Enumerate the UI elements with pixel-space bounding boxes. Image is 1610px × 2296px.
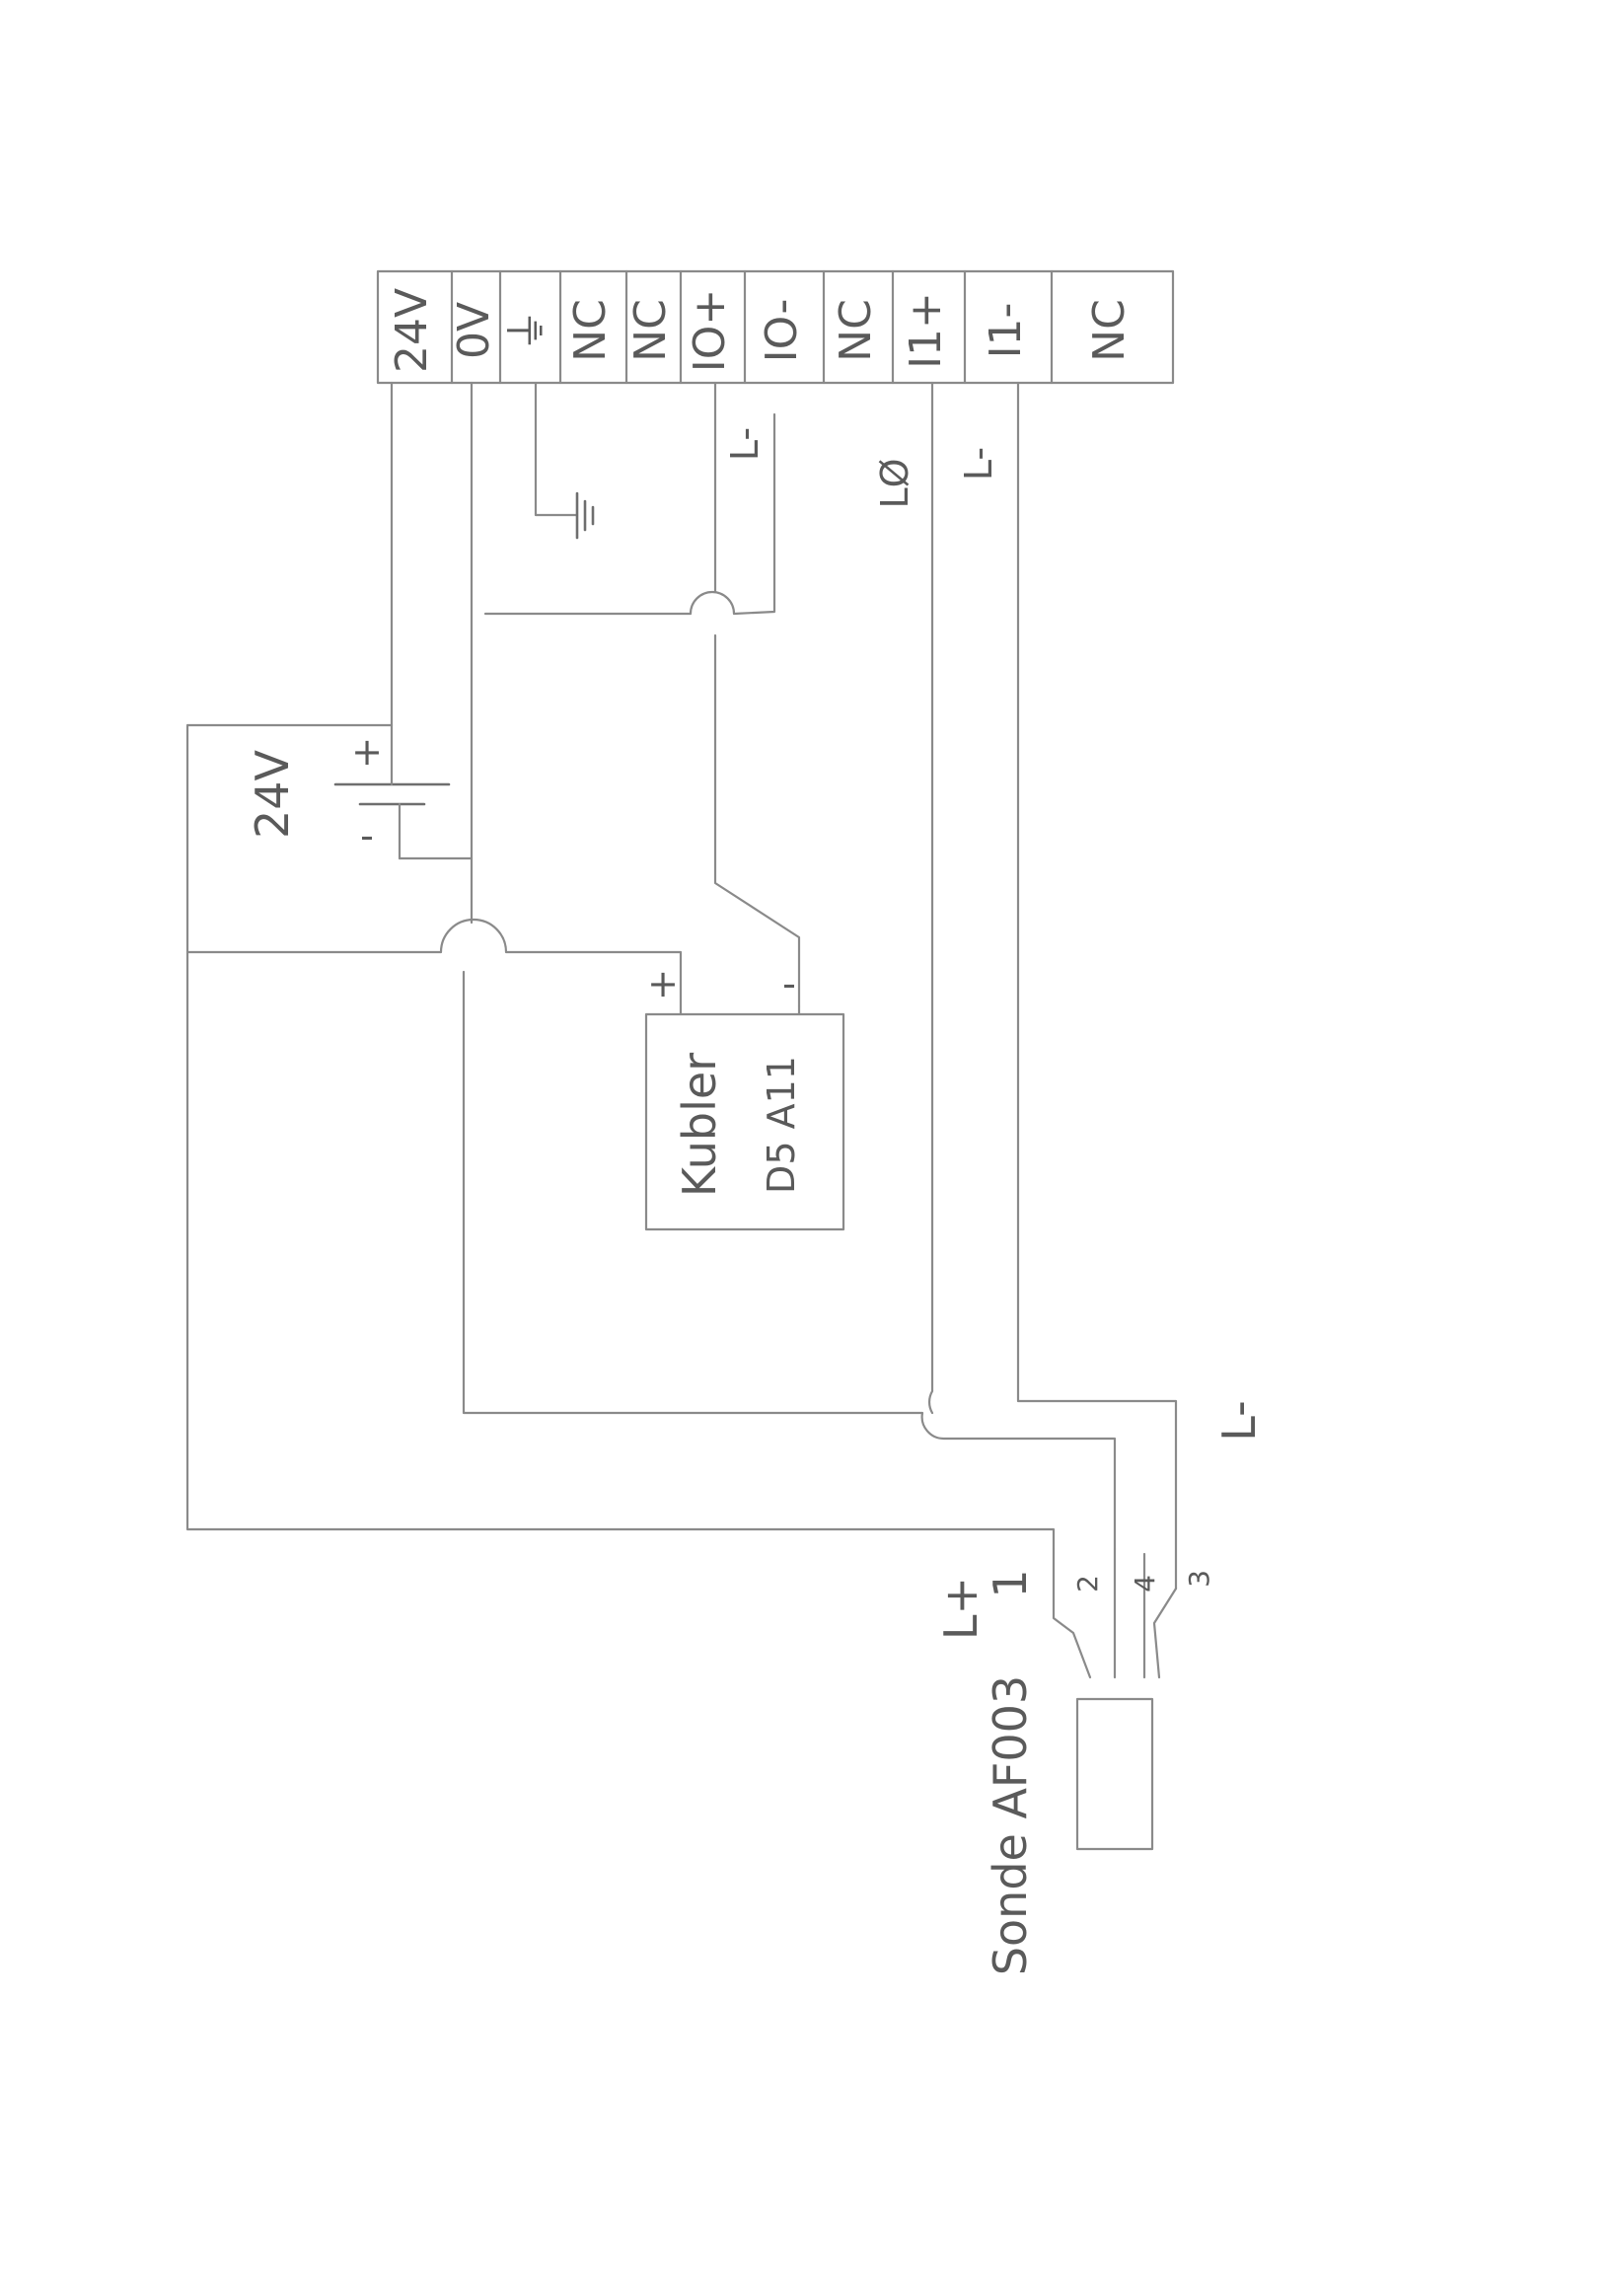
terminal-label: IO+ [685,289,735,372]
probe-pin-4-label: 4 [1129,1575,1161,1592]
probe-lead-1 [1052,1547,1092,1679]
wire-0v-to-probe [462,970,1117,1551]
wire-24v-to-encoder [185,918,683,1016]
terminal-block-frame [376,269,1175,385]
probe-plus-label: L+ [934,1577,988,1640]
ground-terminal-label: ⏚ [502,309,552,352]
probe-device: 1 2 4 3 Sonde AF003 [984,1569,1215,1975]
probe-pin-1-label: 1 [984,1569,1037,1597]
i1-minus-wire-label: L- [957,447,1000,481]
encoder-name: Kubler [673,1053,726,1197]
terminal-label: NC [1084,299,1134,362]
terminal-block: 24V 0V ⏚ NC NC IO+ IO- NC I1+ I1- NC [376,269,1175,385]
probe-lead-3 [1152,1587,1178,1679]
probe-minus-label: L- [1212,1400,1266,1441]
terminal-label: I1- [981,303,1031,359]
battery-voltage-label: 24V [246,749,299,839]
encoder-plus-sign: + [647,962,679,1005]
wire-24v-to-probe [185,723,1056,1551]
wire-0v [398,381,474,860]
terminal-label: I1+ [901,292,951,369]
i1-plus-wire-label: LØ [873,458,916,508]
terminal-label: NC [565,299,616,362]
terminal-label: IO- [757,299,807,363]
terminal-label: 24V [387,288,437,373]
wire-i1-minus [1016,381,1178,1591]
probe-body [1075,1697,1154,1851]
io-minus-wire-label: L- [723,427,767,461]
encoder-device: + - Kubler D5 A11 [644,962,845,1231]
terminal-dividers [450,269,1054,385]
battery-plus-sign: + [351,730,383,774]
terminal-label: 0V [449,302,499,359]
probe-name-label: Sonde AF003 [984,1675,1037,1975]
wire-io-plus-switch [713,633,801,1008]
battery-symbol: + - 24V [246,723,451,860]
probe-pin-3-label: 3 [1183,1570,1215,1588]
encoder-box [644,1012,845,1231]
encoder-model: D5 A11 [760,1056,803,1194]
probe-pin-2-label: 2 [1071,1575,1104,1592]
wire-ground [534,381,579,517]
earth-ground-icon [575,491,595,540]
terminal-label: NC [625,299,676,362]
battery-minus-sign: - [360,814,374,857]
terminal-label: NC [831,299,881,362]
wire-0v-to-io-minus [483,412,776,616]
wires [185,381,1178,1679]
wire-i1-plus [927,381,934,1415]
encoder-minus-sign: - [782,962,796,1005]
